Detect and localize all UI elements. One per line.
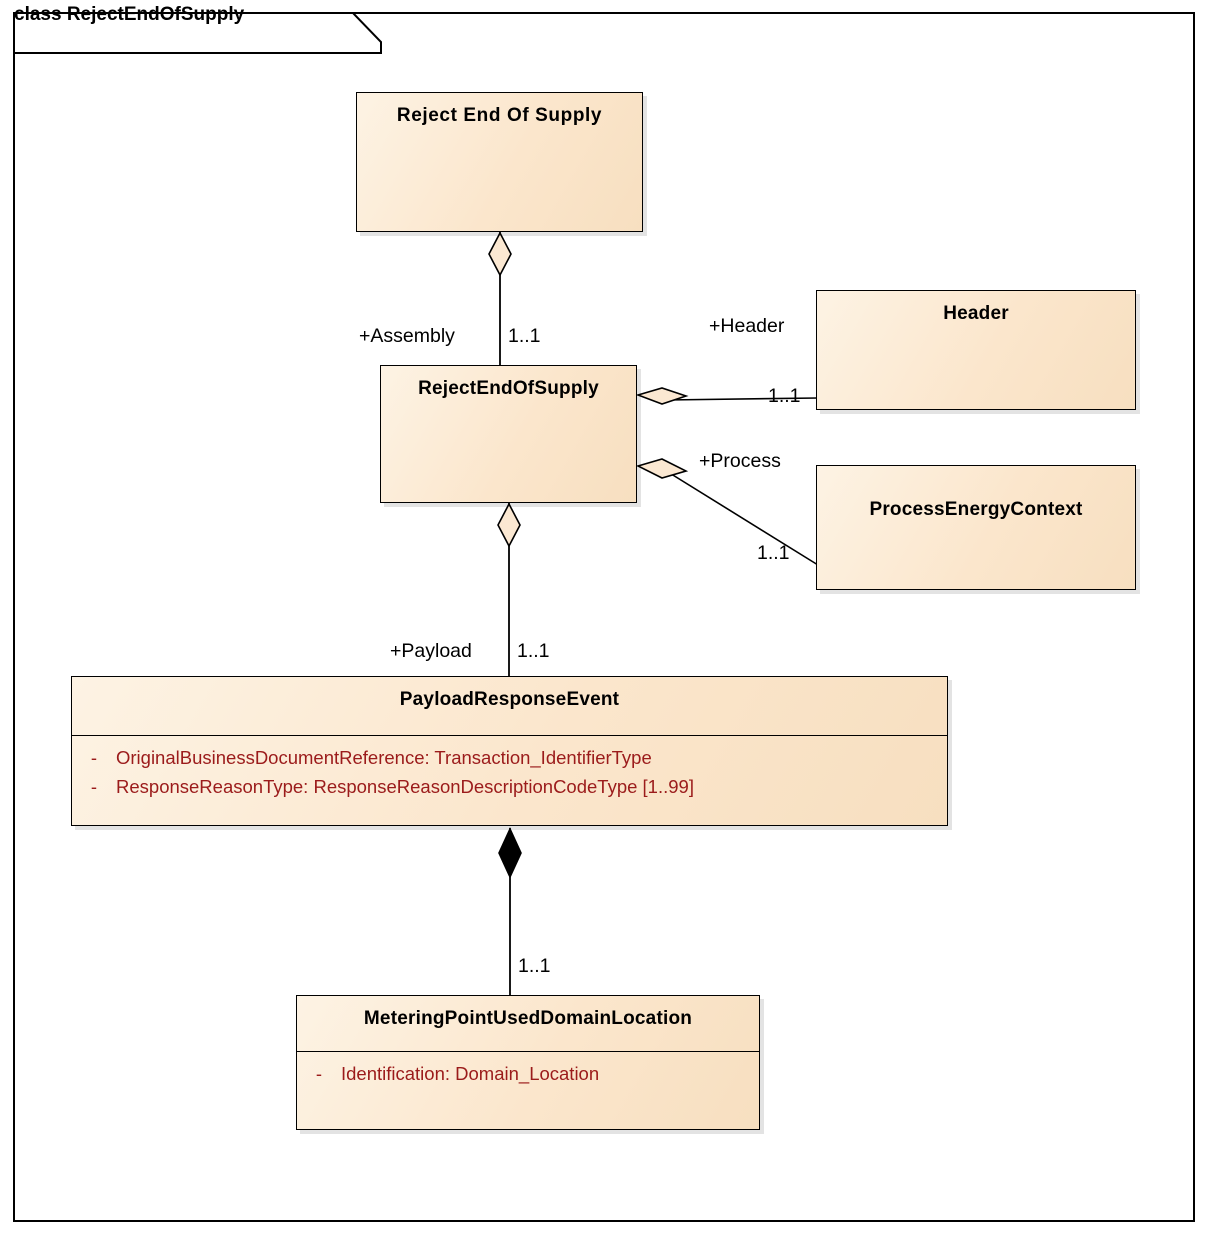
class-title-payload-response-event: PayloadResponseEvent <box>399 689 620 710</box>
label-assembly-role: +Assembly <box>359 325 455 347</box>
label-payload-role: +Payload <box>390 640 472 662</box>
attribute-row: - OriginalBusinessDocumentReference: Tra… <box>72 743 947 772</box>
attribute-text: Identification: Domain_Location <box>341 1063 600 1084</box>
class-title-reject-end-of-supply-top: Reject End Of Supply <box>396 105 603 126</box>
attribute-text: OriginalBusinessDocumentReference: Trans… <box>116 747 652 768</box>
aggregation-diamond-payload <box>497 502 521 548</box>
class-attributes-payload-response-event: - OriginalBusinessDocumentReference: Tra… <box>72 736 947 801</box>
class-divider-payload-response-event <box>72 735 947 736</box>
class-title-header: Header <box>943 303 1009 324</box>
label-header-role: +Header <box>709 315 785 337</box>
label-payload-multiplicity: 1..1 <box>517 640 550 662</box>
aggregation-diamond-process <box>635 458 689 479</box>
label-metering-point-multiplicity: 1..1 <box>518 955 551 977</box>
aggregation-diamond-assembly <box>488 231 512 277</box>
class-box-process-energy-context[interactable]: ProcessEnergyContext <box>816 465 1136 590</box>
label-header-multiplicity: 1..1 <box>768 385 801 407</box>
label-process-multiplicity: 1..1 <box>757 542 790 564</box>
label-process-role: +Process <box>699 450 781 472</box>
class-title-process-energy-context: ProcessEnergyContext <box>869 499 1083 520</box>
aggregation-diamond-header <box>635 387 689 405</box>
label-assembly-multiplicity: 1..1 <box>508 325 541 347</box>
class-box-metering-point-used-domain-location[interactable]: MeteringPointUsedDomainLocation - Identi… <box>296 995 760 1130</box>
frame-title-label: class RejectEndOfSupply <box>14 4 245 25</box>
attribute-text: ResponseReasonType: ResponseReasonDescri… <box>116 776 694 797</box>
attribute-row: - ResponseReasonType: ResponseReasonDesc… <box>72 772 947 801</box>
attribute-visibility: - <box>315 1063 323 1084</box>
attribute-row: - Identification: Domain_Location <box>297 1059 759 1088</box>
class-box-reject-end-of-supply-top[interactable]: Reject End Of Supply <box>356 92 643 232</box>
diagram-frame <box>13 12 1195 1222</box>
connector-header <box>665 397 819 401</box>
class-title-metering-point-used-domain-location: MeteringPointUsedDomainLocation <box>363 1008 693 1029</box>
class-title-reject-end-of-supply-mid: RejectEndOfSupply <box>418 378 599 399</box>
class-box-header[interactable]: Header <box>816 290 1136 410</box>
connector-process <box>667 471 819 566</box>
class-box-payload-response-event[interactable]: PayloadResponseEvent - OriginalBusinessD… <box>71 676 948 826</box>
class-attributes-metering-point-used-domain-location: - Identification: Domain_Location <box>297 1052 759 1088</box>
attribute-visibility: - <box>90 776 98 797</box>
composition-diamond-metering-point <box>498 827 522 879</box>
attribute-visibility: - <box>90 747 98 768</box>
frame-title-tab <box>13 12 382 54</box>
class-box-reject-end-of-supply-mid[interactable]: RejectEndOfSupply <box>380 365 637 503</box>
class-divider-metering-point-used-domain-location <box>297 1051 759 1052</box>
